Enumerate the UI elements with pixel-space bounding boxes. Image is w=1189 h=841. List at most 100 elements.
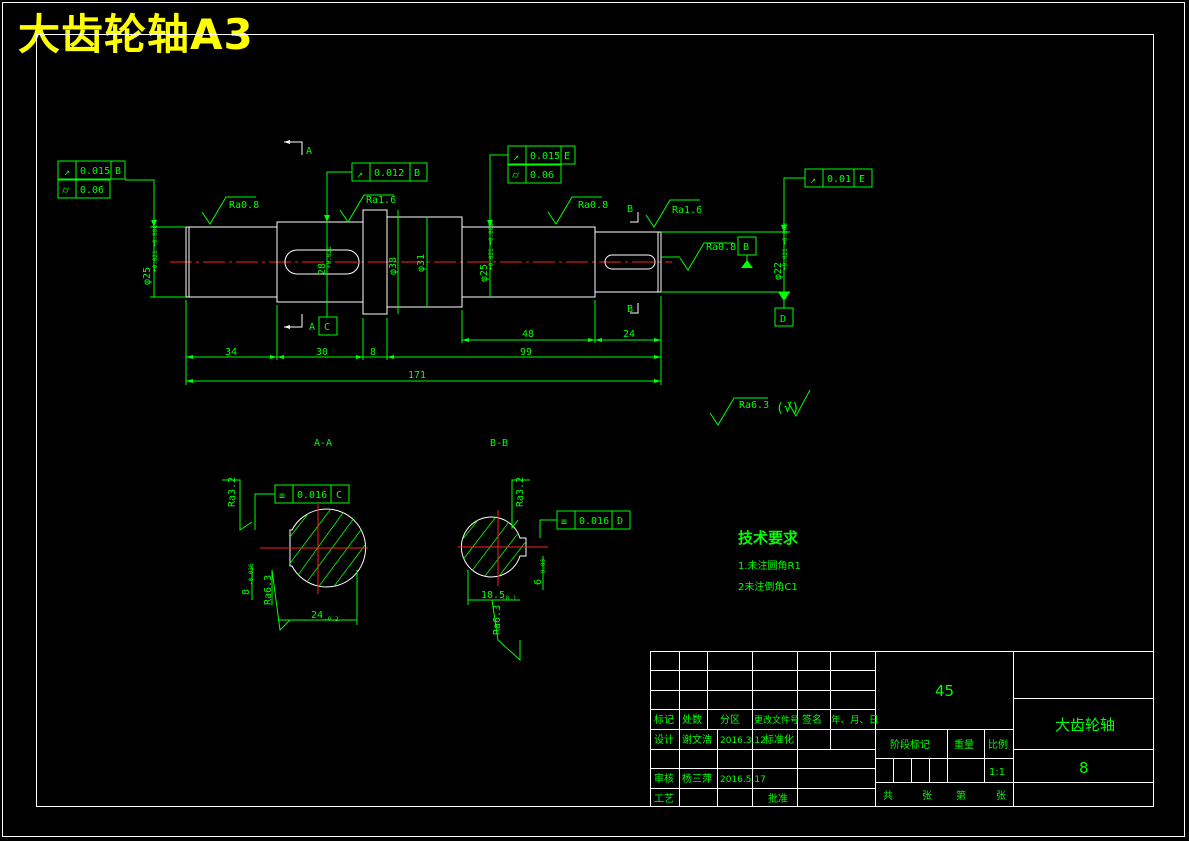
tb-doc: 更改文件号 [754,714,799,726]
section-mark-b-top: B [627,204,633,215]
tb-review: 审核 [654,772,674,785]
tb-scale: 比例 [988,738,1008,751]
svg-text:D: D [617,516,623,527]
roughness-bb-2: Ra6.3 [492,605,503,635]
roughness-3: Ra0.8 [578,200,608,211]
svg-text:⌭: ⌭ [512,170,520,181]
dim-aa-height: 8 [241,589,252,595]
dim-bb-width: 18.5 [481,590,505,601]
tb-sheets: 张 [922,790,932,802]
tb-review-date: 2016.5.17 [720,775,766,785]
svg-text:≡: ≡ [279,491,285,502]
section-aa: A-A ≡ 0.016 C Ra3.2 Ra6.3 [222,438,368,632]
roughness-5: Ra0.8 [706,242,736,253]
svg-text:↗: ↗ [357,169,363,180]
gdt-bb-sym: 0.016 [579,516,609,527]
section-aa-title: A-A [314,438,332,449]
svg-text:↗: ↗ [64,167,70,178]
svg-text:-0.036: -0.036 [248,563,255,585]
tb-designer: 谢文浩 [682,733,712,746]
roughness-2: Ra1.6 [366,195,396,206]
tb-zone: 分区 [720,714,740,726]
section-bb: B-B ≡ 0.016 D Ra3.2 Ra6.3 18.5 -0.1 [458,438,631,662]
tb-material: 45 [935,682,954,700]
tb-total: 共 [883,790,893,802]
datum-b: B [743,242,749,253]
dim-24: 24 [623,329,635,340]
datum-d: D [780,314,786,325]
section-bb-outline [460,516,527,578]
gdt-right-runout: 0.015 [530,151,560,162]
svg-text:E: E [859,174,865,185]
roughness-4: Ra1.6 [672,205,702,216]
tb-standard: 标准化 [764,733,794,746]
tech-item-1: 1.未注圆角R1 [738,559,801,572]
tb-mark: 标记 [654,714,674,726]
gdt-left-runout: 0.015 [80,166,110,177]
roughness-aa-2: Ra6.3 [263,575,274,605]
section-mark-a-bottom: A [309,322,315,333]
svg-text:C: C [336,490,342,501]
section-bb-title: B-B [490,438,508,449]
tb-design: 设计 [654,733,674,746]
dia-keyway: 28 [317,263,328,275]
dim-aa-width: 24 [311,610,323,621]
datums: B C D A A B B [284,140,794,336]
roughness-1: Ra0.8 [229,200,259,211]
roughness-default: Ra6.3 [739,400,769,411]
dim-34: 34 [225,347,237,358]
dia-left: φ25 [142,267,153,285]
keyway-1 [284,249,360,275]
roughness-aa-1: Ra3.2 [227,477,238,507]
gdt-end-runout: 0.01 [827,174,851,185]
shaft-segment-5 [594,231,662,293]
section-mark-a-top: A [306,146,312,157]
dim-bb-height: 6 [533,579,544,585]
svg-text:↗: ↗ [513,152,519,163]
roughness-bb-1: Ra3.2 [515,477,526,507]
dia-end: φ22 [773,262,784,280]
svg-text:⌭: ⌭ [62,185,70,196]
tech-requirements: 技术要求 1.未注圆角R1 2未注倒角C1 [738,529,801,593]
svg-text:≡: ≡ [561,517,567,528]
inner-frame [36,34,1154,807]
svg-text:-0.03: -0.03 [540,559,547,577]
tb-part-name: 大齿轮轴 [1055,716,1115,734]
tb-date: 年、月、日 [831,714,879,726]
gdt-right-cyl: 0.06 [530,170,554,181]
tb-sheet-no: 第 [956,789,966,802]
title-block: 标记 处数 分区 更改文件号 签名 年、月、日 设计 谢文浩 2016.3.12… [650,651,1154,807]
svg-text:↗: ↗ [810,175,816,186]
roughness-symbols: Ra0.8 Ra1.6 Ra0.8 Ra1.6 Ra0.8 Ra6.3 (√) [201,194,811,426]
dim-48: 48 [522,329,534,340]
svg-text:+0.021 +0.008: +0.021 +0.008 [782,223,789,270]
tb-design-date: 2016.3.12 [720,736,766,746]
svg-text:-0.2: -0.2 [324,616,339,623]
tech-heading: 技术要求 [738,529,799,547]
gdt-left-cyl: 0.06 [80,185,104,196]
tb-drawing-no: 8 [1079,759,1089,777]
dia-seg4: φ25 [479,264,490,282]
gdt-aa-sym: 0.016 [297,490,327,501]
svg-text:+0.021 +0.008: +0.021 +0.008 [152,225,159,272]
tb-sign: 签名 [802,713,822,726]
tb-stage: 阶段标记 [890,738,930,751]
datum-c: C [324,322,330,333]
svg-text:B: B [414,168,420,179]
svg-text:E: E [564,151,570,162]
dim-8: 8 [370,347,376,358]
tb-count: 处数 [682,713,702,726]
shaft-main-view [170,209,672,315]
dimensions: 48 24 34 30 8 99 171 φ25 +0.021 +0.008 2… [142,210,790,385]
gdt-frames: ↗ 0.015 B ⌭ 0.06 ↗ 0.012 B ↗ 0.015 E ⌭ 0… [57,145,873,232]
svg-text:-0.1: -0.1 [502,595,517,602]
tb-weight: 重量 [954,738,974,751]
roughness-default-suffix: (√) [776,401,799,416]
tech-item-2: 2未注倒角C1 [738,580,798,593]
gdt-mid-runout: 0.012 [374,168,404,179]
keyway-2 [604,254,656,270]
dim-171: 171 [408,370,426,381]
tb-reviewer: 杨三萍 [682,772,712,785]
svg-text:+0.021 +0.008: +0.021 +0.008 [488,223,495,270]
